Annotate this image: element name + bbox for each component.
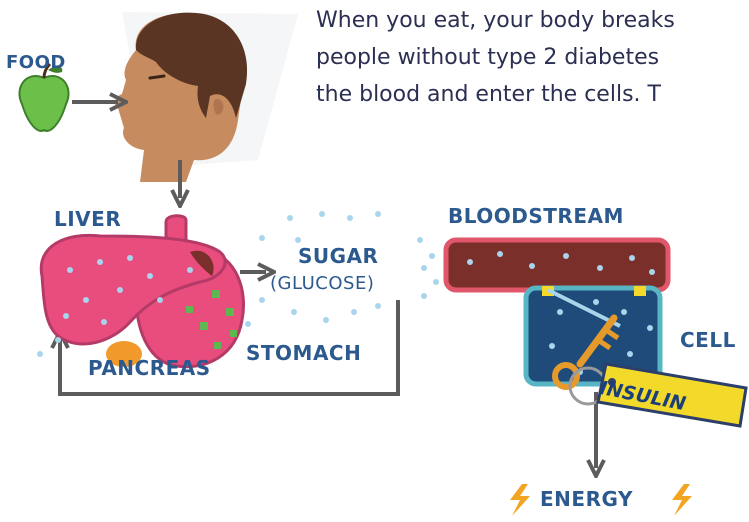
apple-icon (19, 64, 68, 131)
intro-paragraph: When you eat, your body breaks people wi… (316, 2, 749, 113)
bloodstream-label: BLOODSTREAM (448, 204, 624, 228)
stomach-label: STOMACH (246, 341, 361, 365)
receptor-icon (634, 286, 646, 296)
bloodstream-vessel-icon (446, 240, 668, 290)
lightning-icon (672, 484, 692, 516)
intro-line: people without type 2 diabetes (316, 39, 749, 76)
glucose-label: (GLUCOSE) (270, 273, 374, 294)
liver-stomach-pancreas-illustration (41, 216, 243, 367)
person-head-illustration (115, 12, 298, 182)
pancreas-label: PANCREAS (88, 356, 211, 380)
energy-label: ENERGY (540, 487, 633, 511)
cell-label: CELL (680, 328, 736, 352)
intro-line: When you eat, your body breaks (316, 2, 749, 39)
sugar-label: SUGAR (298, 244, 378, 268)
intro-line: the blood and enter the cells. T (316, 76, 749, 113)
liver-label: LIVER (54, 207, 121, 231)
eyebrow-icon (150, 76, 164, 78)
food-label: FOOD (6, 52, 66, 73)
lightning-icon (510, 484, 530, 516)
